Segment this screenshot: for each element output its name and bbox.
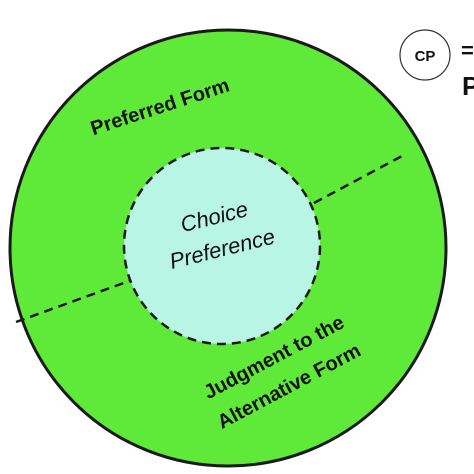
divider-line-right <box>313 154 403 205</box>
legend-cut-letter: P <box>462 71 474 101</box>
legend-equals-sign: = <box>461 38 474 63</box>
cp-key-label: CP <box>415 48 436 65</box>
divider-line-left <box>15 278 133 324</box>
inner-circle <box>122 146 322 346</box>
cp-key-circle <box>399 29 451 81</box>
